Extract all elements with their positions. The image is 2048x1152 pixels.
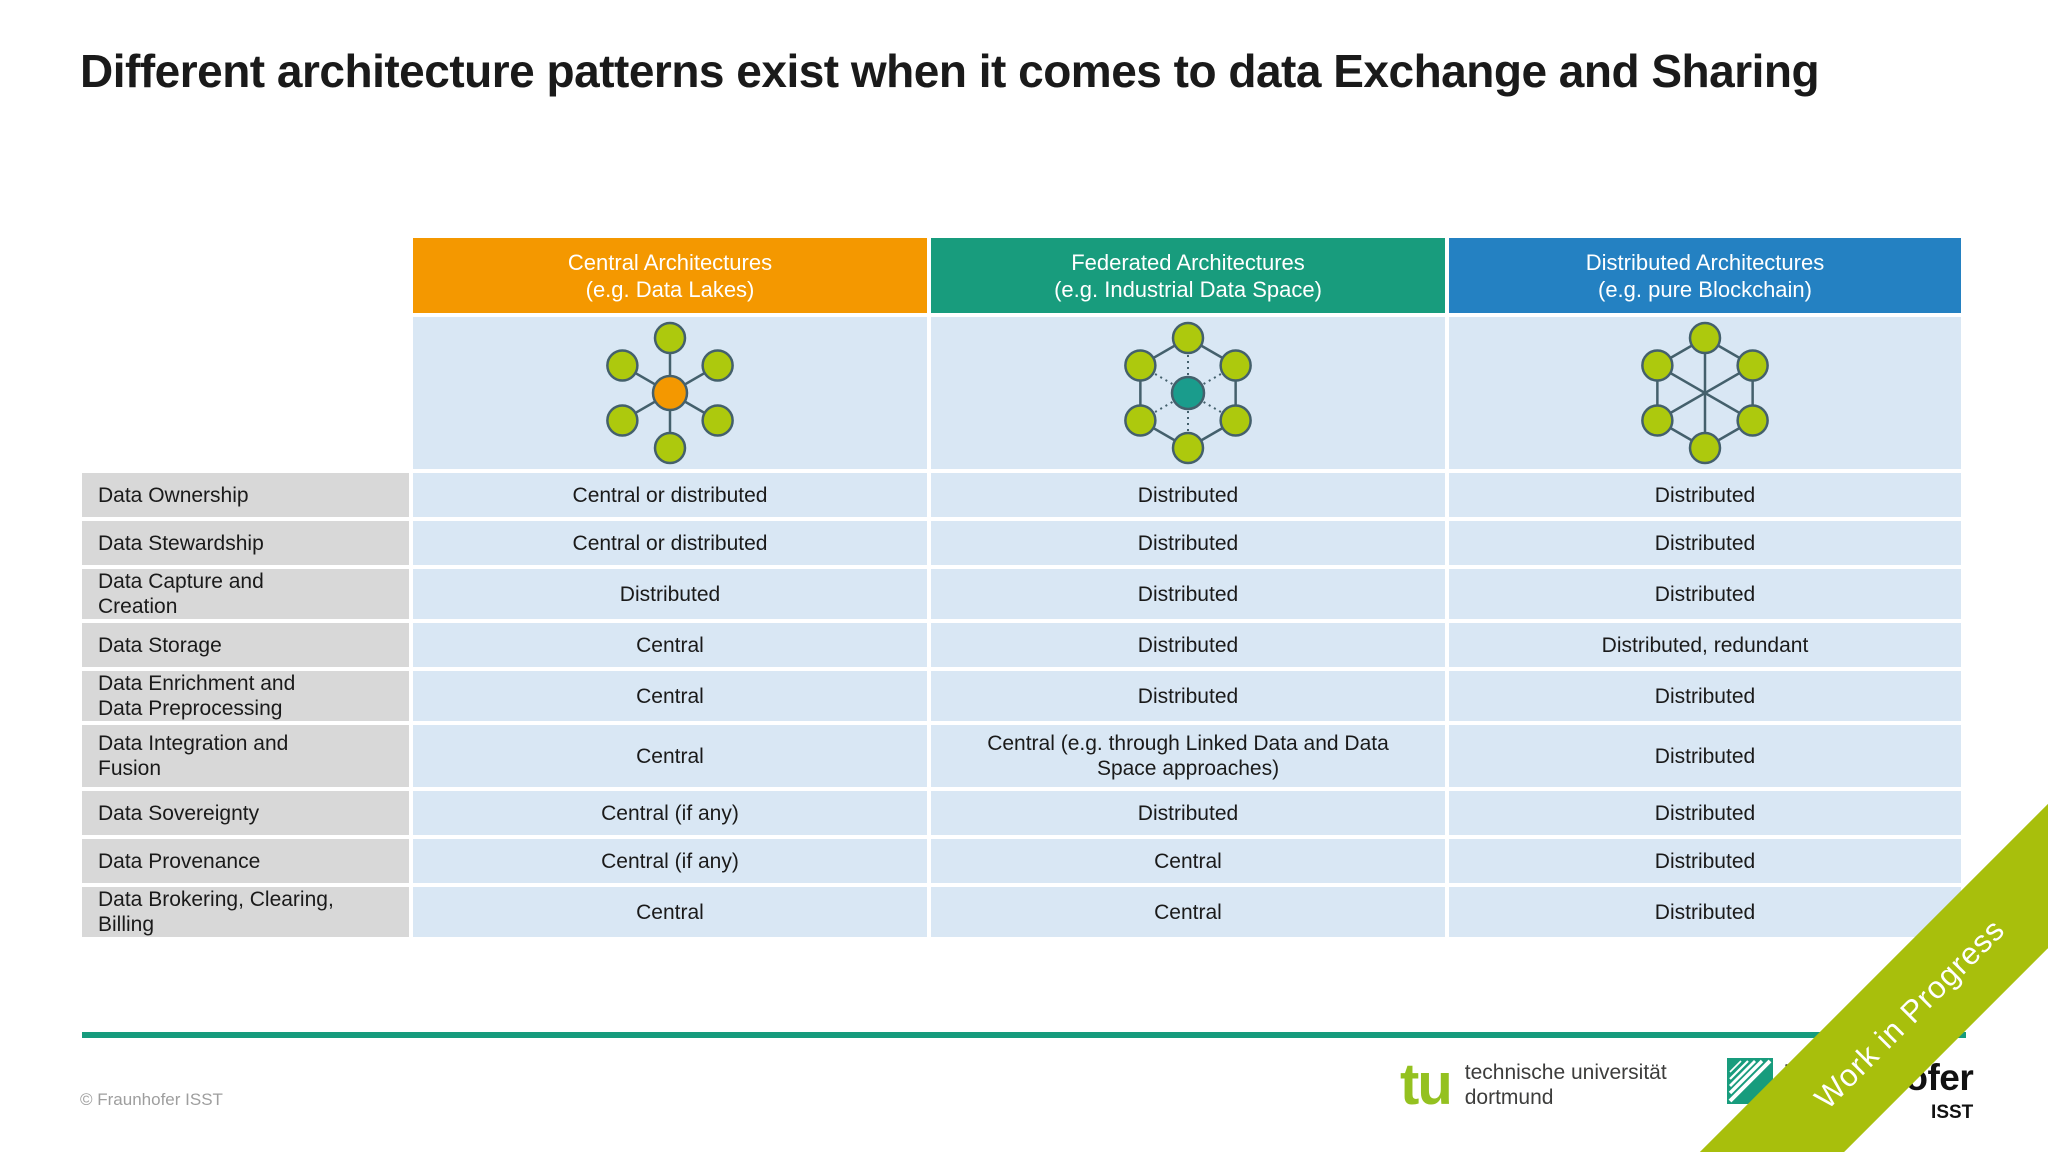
table-cell: Distributed, redundant bbox=[1449, 623, 1961, 667]
table-cell: Distributed bbox=[1449, 671, 1961, 721]
row-label: Data Stewardship bbox=[82, 521, 409, 565]
row-label: Data Integration and Fusion bbox=[82, 725, 409, 787]
column-title: Federated Architectures bbox=[1071, 249, 1305, 275]
table-cell: Central or distributed bbox=[413, 473, 927, 517]
table-cell: Central bbox=[413, 623, 927, 667]
column-header-federated: Federated Architectures (e.g. Industrial… bbox=[931, 238, 1445, 313]
footer-separator-line bbox=[82, 1032, 1966, 1038]
ribbon-text: Work in Progress bbox=[1807, 911, 2012, 1116]
column-subtitle: (e.g. Industrial Data Space) bbox=[1054, 276, 1322, 302]
table-cell: Central or distributed bbox=[413, 521, 927, 565]
table-cell: Distributed bbox=[1449, 569, 1961, 619]
table-cell: Distributed bbox=[931, 791, 1445, 835]
table-cell: Distributed bbox=[1449, 521, 1961, 565]
diagram-row-spacer bbox=[82, 317, 409, 469]
column-subtitle: (e.g. pure Blockchain) bbox=[1598, 276, 1812, 302]
mesh-network-diagram-icon bbox=[1449, 317, 1961, 469]
row-label: Data Ownership bbox=[82, 473, 409, 517]
column-subtitle: (e.g. Data Lakes) bbox=[585, 276, 755, 302]
table-cell: Distributed bbox=[1449, 839, 1961, 883]
table-cell: Distributed bbox=[1449, 473, 1961, 517]
tu-logo-text: technische universität dortmund bbox=[1465, 1060, 1667, 1110]
row-label: Data Sovereignty bbox=[82, 791, 409, 835]
table-cell: Central bbox=[931, 887, 1445, 937]
table-cell: Distributed bbox=[1449, 887, 1961, 937]
table-cell: Central (if any) bbox=[413, 839, 927, 883]
table-cell: Distributed bbox=[931, 473, 1445, 517]
table-cell: Distributed bbox=[931, 569, 1445, 619]
table-cell: Distributed bbox=[413, 569, 927, 619]
star-network-diagram-icon bbox=[413, 317, 927, 469]
copyright-text: © Fraunhofer ISST bbox=[80, 1090, 223, 1109]
table-cell: Central (e.g. through Linked Data and Da… bbox=[931, 725, 1445, 787]
table-cell: Central bbox=[931, 839, 1445, 883]
row-label: Data Enrichment and Data Preprocessing bbox=[82, 671, 409, 721]
fraunhofer-stripes-icon bbox=[1727, 1058, 1773, 1104]
table-cell: Central (if any) bbox=[413, 791, 927, 835]
table-cell: Distributed bbox=[1449, 791, 1961, 835]
column-header-distributed: Distributed Architectures (e.g. pure Blo… bbox=[1449, 238, 1961, 313]
tu-dortmund-logo: tu technische universität dortmund bbox=[1400, 1056, 1667, 1114]
comparison-table: Central Architectures (e.g. Data Lakes) … bbox=[82, 238, 1961, 937]
tu-logo-line2: dortmund bbox=[1464, 1086, 1554, 1109]
row-label: Data Storage bbox=[82, 623, 409, 667]
tu-logo-icon: tu bbox=[1400, 1052, 1453, 1117]
tu-logo-line1: technische universität bbox=[1464, 1061, 1667, 1084]
table-cell: Central bbox=[413, 671, 927, 721]
table-cell: Distributed bbox=[1449, 725, 1961, 787]
table-corner-spacer bbox=[82, 238, 409, 313]
table-cell: Central bbox=[413, 725, 927, 787]
table-cell: Distributed bbox=[931, 623, 1445, 667]
page-title: Different architecture patterns exist wh… bbox=[80, 45, 1820, 97]
table-cell: Distributed bbox=[931, 671, 1445, 721]
row-label: Data Brokering, Clearing, Billing bbox=[82, 887, 409, 937]
column-title: Central Architectures bbox=[567, 249, 773, 275]
table-cell: Central bbox=[413, 887, 927, 937]
column-title: Distributed Architectures bbox=[1585, 249, 1825, 275]
federated-network-diagram-icon bbox=[931, 317, 1445, 469]
row-label: Data Provenance bbox=[82, 839, 409, 883]
row-label: Data Capture and Creation bbox=[82, 569, 409, 619]
column-header-central: Central Architectures (e.g. Data Lakes) bbox=[413, 238, 927, 313]
table-cell: Distributed bbox=[931, 521, 1445, 565]
fraunhofer-logo-sub: ISST bbox=[1931, 1102, 1974, 1123]
